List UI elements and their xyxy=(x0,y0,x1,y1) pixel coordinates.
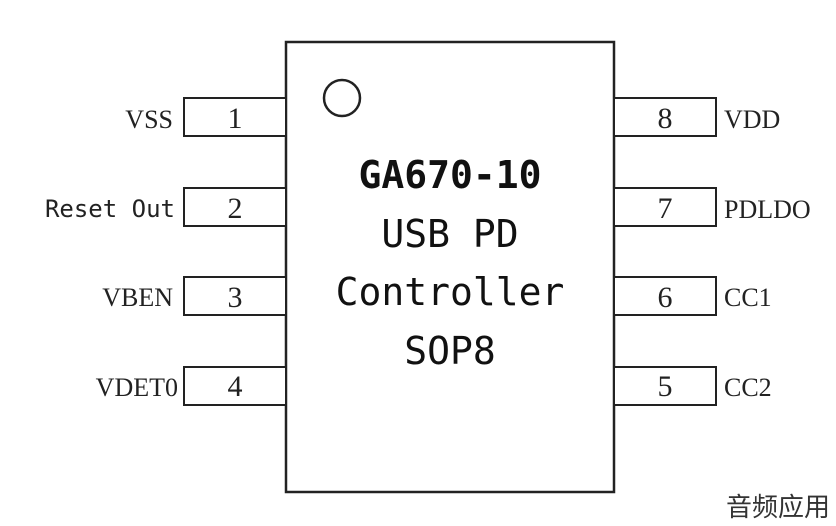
chip-package: SOP8 xyxy=(404,329,496,373)
pin1-marker-circle xyxy=(322,78,362,118)
pin-label: PDLDO xyxy=(724,195,811,224)
chip-part-number: GA670-10 xyxy=(358,153,541,197)
pin-number: 6 xyxy=(658,281,673,314)
pin-box xyxy=(183,366,287,406)
chip-subtitle-controller: Controller xyxy=(336,270,565,314)
pin-number: 2 xyxy=(228,192,243,225)
left-pin-2: 2 Reset Out xyxy=(45,187,287,227)
pin-box xyxy=(613,97,717,137)
right-pin-5: 5 CC2 xyxy=(613,366,772,406)
pin-label: Reset Out xyxy=(45,195,175,223)
pin-label: VDD xyxy=(724,105,780,134)
pin-number: 7 xyxy=(658,192,673,225)
right-pin-6: 6 CC1 xyxy=(613,276,772,316)
pin-label: VBEN xyxy=(102,283,173,312)
pin-box xyxy=(613,366,717,406)
watermark-text: 音频应用 xyxy=(726,493,830,523)
pin-number: 1 xyxy=(228,102,243,135)
right-pin-8: 8 VDD xyxy=(613,97,780,137)
chip-subtitle-usb-pd: USB PD xyxy=(381,212,518,256)
left-pin-3: 3 VBEN xyxy=(102,276,287,316)
pin-label: CC1 xyxy=(724,283,772,312)
pin-label: VSS xyxy=(125,105,173,134)
pin-box xyxy=(613,276,717,316)
left-pin-1: 1 VSS xyxy=(125,97,287,137)
pin-box xyxy=(183,97,287,137)
pin-number: 5 xyxy=(658,370,673,403)
right-pin-7: 7 PDLDO xyxy=(613,187,811,227)
pin-number: 3 xyxy=(228,281,243,314)
pin-label: CC2 xyxy=(724,373,772,402)
pin-box xyxy=(183,276,287,316)
pin-label: VDET0 xyxy=(96,373,178,402)
pin-box xyxy=(183,187,287,227)
chip-body xyxy=(284,40,616,494)
pin-number: 4 xyxy=(228,370,243,403)
left-pin-4: 4 VDET0 xyxy=(96,366,287,406)
pin-number: 8 xyxy=(658,102,673,135)
pin-box xyxy=(613,187,717,227)
